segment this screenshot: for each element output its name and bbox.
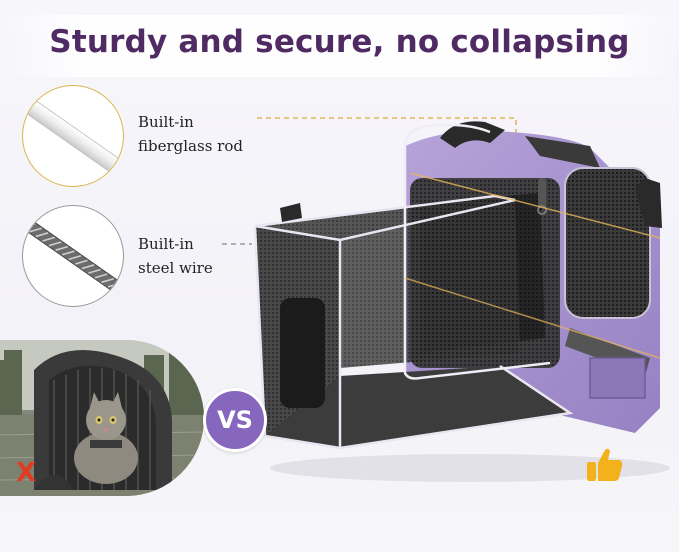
cat-figure xyxy=(74,392,138,484)
collapsed-carrier-photo xyxy=(0,340,204,496)
cat-in-carrier-image xyxy=(0,340,204,496)
carrier-expansion-section xyxy=(253,194,574,450)
fiberglass-rod-label-line1: Built-in xyxy=(138,113,194,131)
vs-badge: VS xyxy=(203,388,267,452)
thumbs-up-icon xyxy=(587,448,623,481)
steel-wire-label-line1: Built-in xyxy=(138,235,194,253)
cross-icon: X xyxy=(16,458,37,488)
fiberglass-rod-label: Built-in fiberglass rod xyxy=(138,110,243,158)
headline: Sturdy and secure, no collapsing xyxy=(49,24,630,60)
steel-wire-label-line2: steel wire xyxy=(138,259,213,277)
headline-band xyxy=(0,15,679,77)
steel-wire-circle xyxy=(22,205,124,307)
fiberglass-rod-label-line2: fiberglass rod xyxy=(138,137,243,155)
pet-carrier-illustration xyxy=(253,121,670,482)
steel-wire-label: Built-in steel wire xyxy=(138,232,213,280)
frame-highlight-lines xyxy=(403,123,661,380)
